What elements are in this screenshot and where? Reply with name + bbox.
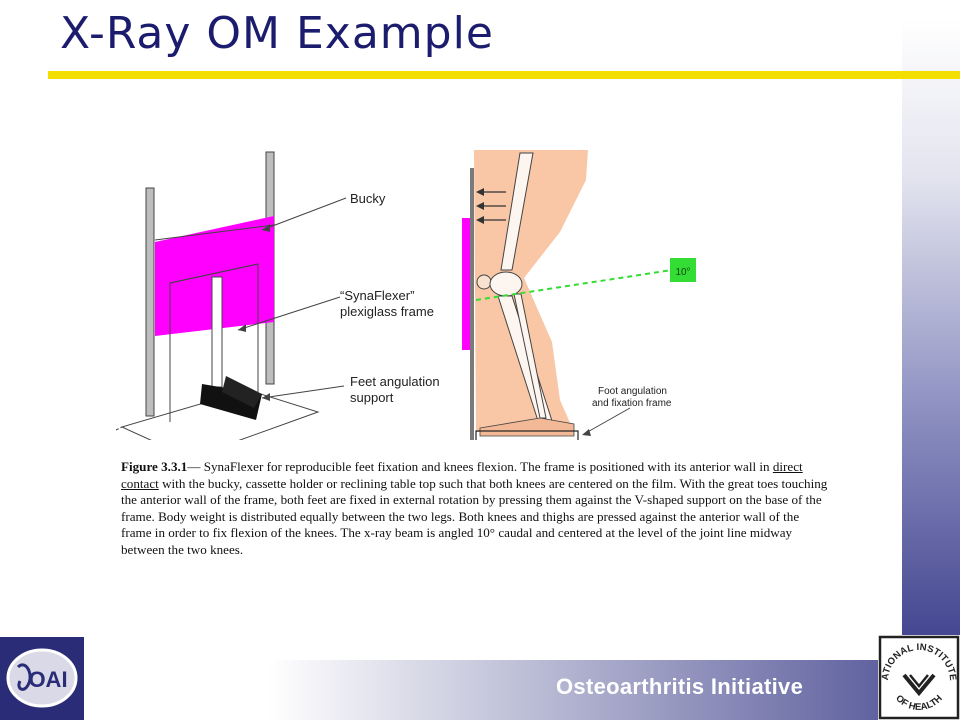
title-underline-rule xyxy=(48,71,960,79)
caption-text-2: with the bucky, cassette holder or recli… xyxy=(121,475,828,557)
feet-support-wedge-b xyxy=(222,376,262,408)
angle-label: 10° xyxy=(675,267,690,278)
foot-fixation-frame xyxy=(475,430,579,440)
leg-drawing: 10° Foot angulation and fixation frame xyxy=(462,150,696,440)
slide-title: X-Ray OM Example xyxy=(60,8,494,59)
apparatus-drawing: Bucky “SynaFlexer” plexiglass frame Feet… xyxy=(115,151,440,440)
oai-logo-text: OAI xyxy=(28,667,67,692)
nih-logo: NATIONAL INSTITUTES OF HEALTH xyxy=(874,627,960,720)
oai-logo-icon: OAI xyxy=(6,648,78,708)
frame-wall xyxy=(470,168,474,440)
oai-logo: OAI xyxy=(0,637,84,720)
footer-band xyxy=(0,660,960,720)
label-synaflexer: “SynaFlexer” xyxy=(340,288,414,303)
right-decorative-band xyxy=(902,20,960,660)
svg-text:OF HEALTH: OF HEALTH xyxy=(893,693,945,713)
xray-beam-line xyxy=(475,269,673,301)
bucky-panel xyxy=(155,216,274,336)
nih-logo-top-text: NATIONAL INSTITUTES xyxy=(874,627,957,681)
label-bucky: Bucky xyxy=(350,191,386,206)
label-feet-angulation: Feet angulation xyxy=(350,374,440,389)
bucky-side xyxy=(462,218,470,350)
label-fixation-frame: and fixation frame xyxy=(592,398,672,409)
figure-caption: Figure 3.3.1— SynaFlexer for reproducibl… xyxy=(121,459,829,559)
caption-text-1: — SynaFlexer for reproducible feet fixat… xyxy=(187,459,773,474)
footer-organization: Osteoarthritis Initiative xyxy=(556,674,804,699)
svg-text:NATIONAL INSTITUTES: NATIONAL INSTITUTES xyxy=(878,635,958,681)
synaflexer-figure: Bucky “SynaFlexer” plexiglass frame Feet… xyxy=(115,150,696,440)
label-foot-angulation: Foot angulation xyxy=(598,386,667,397)
nih-logo-icon: NATIONAL INSTITUTES OF HEALTH xyxy=(874,627,960,720)
label-plexiglass-frame: plexiglass frame xyxy=(340,304,434,319)
nih-logo-bottom-text: OF HEALTH xyxy=(893,693,945,713)
caption-figure-number: Figure 3.3.1 xyxy=(121,459,188,474)
label-support: support xyxy=(350,390,394,405)
caption-underlined: direct contact xyxy=(121,459,803,491)
angle-badge xyxy=(670,258,696,282)
